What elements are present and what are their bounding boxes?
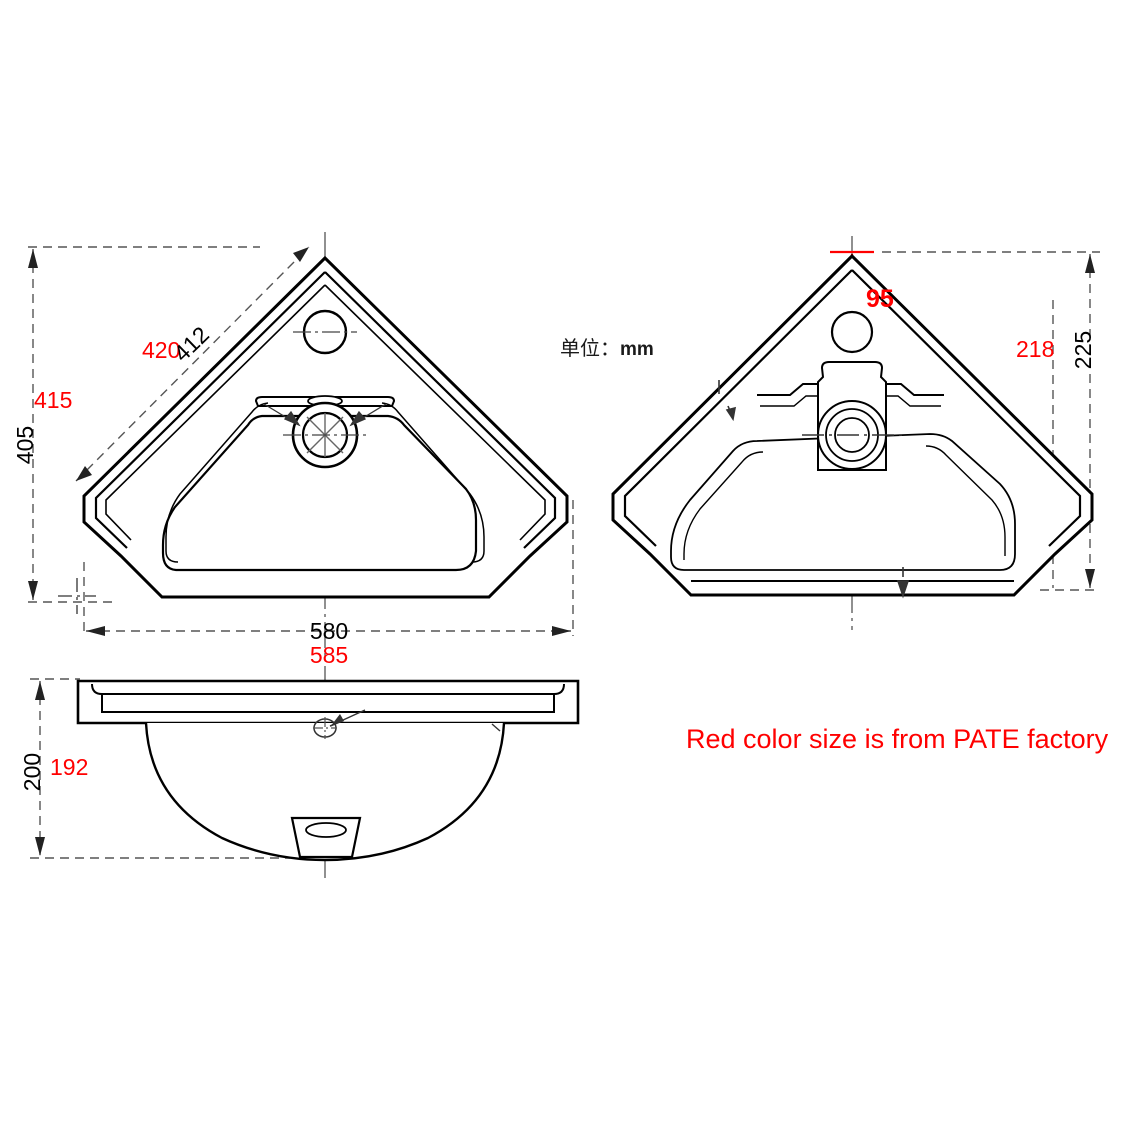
arrow-580-left (86, 626, 105, 636)
boss-wing-right-2 (886, 395, 941, 407)
arrow-200-down (35, 837, 45, 856)
front-view-tick-right (491, 723, 501, 732)
unit-note-label: 单位： (560, 337, 620, 360)
dim-text-580: 580 (310, 618, 348, 644)
underside-shell-outline (670, 433, 1016, 571)
boss-wing-right (886, 383, 944, 396)
overflow-marker-front (313, 709, 366, 739)
rim-band-bottom-right (851, 269, 1082, 547)
rim-slab (76, 679, 580, 725)
front-view-dimension-lines (30, 678, 290, 859)
arrow-225-up (1085, 254, 1095, 273)
unit-note-value: mm (620, 339, 654, 360)
drain-boss-hole (305, 822, 347, 838)
bowl-outline (161, 414, 478, 572)
arrow-225-down (1085, 569, 1095, 588)
dim-text-420: 420 (142, 337, 180, 363)
tap-hole-bottom (830, 310, 874, 354)
rim-band-inner-right (324, 271, 557, 549)
underside-shell-offset-left (683, 451, 764, 560)
top-view: 405 415 420 412 580 585 (12, 232, 574, 668)
arrow-405-down (28, 581, 38, 600)
arrow-405-up (28, 249, 38, 268)
rim-band-bottom-left (623, 269, 853, 547)
dim-text-225: 225 (1070, 331, 1096, 369)
rim-slab-recess-left (101, 694, 118, 713)
arrow-412-ll (76, 466, 92, 481)
dim-text-415: 415 (34, 387, 72, 413)
dim-text-95: 95 (866, 285, 894, 313)
boss-wing-left-2 (760, 395, 818, 407)
dim-line-412 (75, 246, 310, 482)
dim-text-200: 200 (19, 753, 45, 791)
top-view-arrowheads (28, 247, 571, 636)
dim-text-218: 218 (1016, 336, 1054, 362)
bowl-profile (144, 722, 506, 862)
arrow-580-right (552, 626, 571, 636)
dim-text-405: 405 (12, 426, 38, 464)
rim-slab-inner-top (91, 683, 565, 695)
rim-band-inner-left (94, 271, 326, 549)
boss-wing-left (757, 383, 818, 396)
bottom-view-arrowheads (1085, 254, 1095, 588)
top-view-corner-ticks (58, 578, 96, 614)
bottom-view: 95 218 225 (611, 236, 1100, 630)
drain-leader-arrows (263, 403, 387, 427)
arrow-412-ur (293, 247, 309, 262)
underside-shell-offset-right (925, 445, 1006, 556)
rim-band-inner-left-2 (105, 284, 326, 541)
front-view: 200 192 (19, 666, 580, 878)
legend-note: Red color size is from PATE factory (686, 724, 1109, 754)
top-view-dimension-lines (28, 246, 574, 636)
rim-slab-recess-right (538, 694, 555, 713)
rim-band-inner-right-2 (324, 284, 546, 541)
dim-text-585: 585 (310, 642, 348, 668)
arrow-200-up (35, 681, 45, 700)
dim-text-192: 192 (50, 754, 88, 780)
front-view-arrowheads (35, 681, 45, 856)
bottom-view-section-ticks (718, 380, 910, 599)
